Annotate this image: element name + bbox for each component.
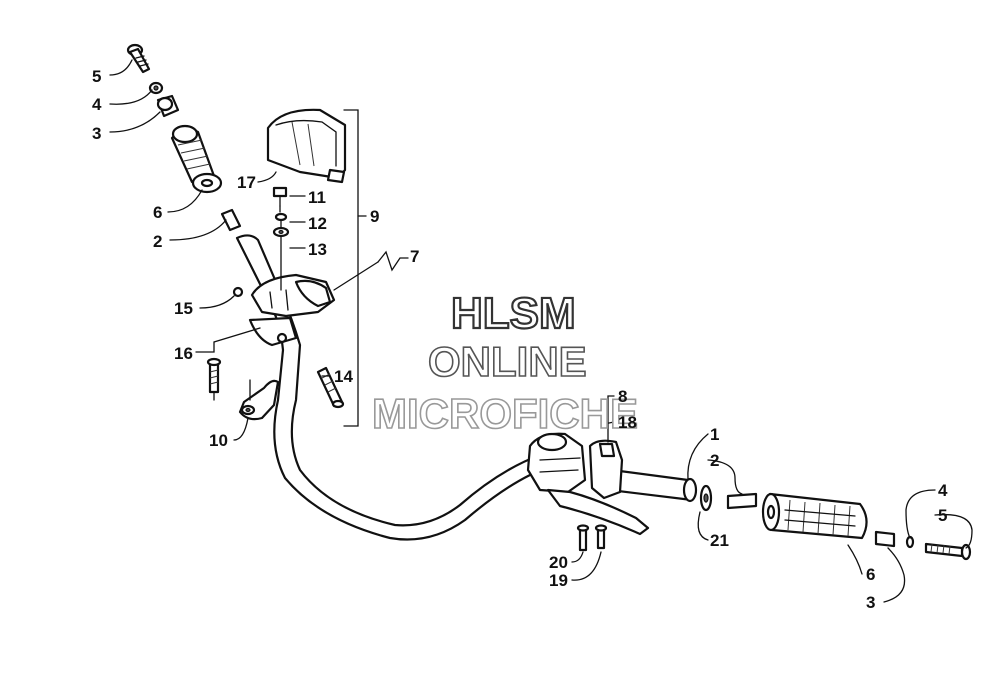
callout-left-6: 6 [153, 203, 162, 222]
callout-7: 7 [410, 247, 419, 266]
screw-11 [272, 186, 288, 207]
washer-21 [699, 484, 713, 512]
screw-14 [316, 366, 345, 409]
callout-right-5: 5 [938, 506, 947, 525]
callout-left-4: 4 [92, 95, 102, 114]
throttle-housing-cover [266, 108, 347, 184]
watermark-line1: HLSM [451, 289, 576, 338]
callout-16: 16 [174, 344, 193, 363]
screw-19 [594, 524, 608, 550]
callout-15: 15 [174, 299, 193, 318]
left-throttle-sleeve [220, 208, 242, 232]
callout-21: 21 [710, 531, 729, 550]
screw-16 [206, 357, 222, 394]
callout-14: 14 [334, 367, 353, 386]
right-grip [761, 492, 868, 540]
left-washer [148, 81, 164, 95]
bracket-10 [238, 379, 280, 421]
handlebar [235, 234, 698, 541]
callout-right-1: 1 [710, 425, 719, 444]
throttle-clamp [248, 316, 298, 347]
callout-13: 13 [308, 240, 327, 259]
watermark-line3: MICROFICHE [372, 390, 638, 437]
left-bar-end-bolt [126, 43, 151, 74]
callout-20: 20 [549, 553, 568, 572]
screw-15 [232, 286, 244, 298]
callout-left-2: 2 [153, 232, 162, 251]
switch-housing [588, 439, 624, 500]
brake-master-cylinder [526, 432, 650, 536]
callout-right-2: 2 [710, 451, 719, 470]
callout-left-3: 3 [92, 124, 101, 143]
left-bar-end-weight [156, 94, 180, 118]
watermark-line2: ONLINE [428, 338, 587, 385]
right-bar-end-bolt [924, 542, 972, 561]
callout-right-4: 4 [938, 481, 948, 500]
callout-10: 10 [209, 431, 228, 450]
callout-17: 17 [237, 173, 256, 192]
throttle-housing [250, 261, 379, 318]
lock-washer-12 [274, 212, 288, 222]
screw-20 [576, 524, 590, 552]
right-bar-end-weight [874, 530, 896, 548]
callout-8: 8 [618, 387, 627, 406]
callout-11: 11 [308, 188, 326, 207]
callout-left-5: 5 [92, 67, 101, 86]
washer-13 [272, 226, 290, 238]
callout-18: 18 [618, 413, 637, 432]
callout-19: 19 [549, 571, 568, 590]
callout-right-6: 6 [866, 565, 875, 584]
callout-12: 12 [308, 214, 327, 233]
callout-9: 9 [370, 207, 379, 226]
right-sleeve [726, 492, 758, 510]
left-grip [170, 124, 223, 194]
callout-right-3: 3 [866, 593, 875, 612]
leader-lines [109, 59, 973, 603]
